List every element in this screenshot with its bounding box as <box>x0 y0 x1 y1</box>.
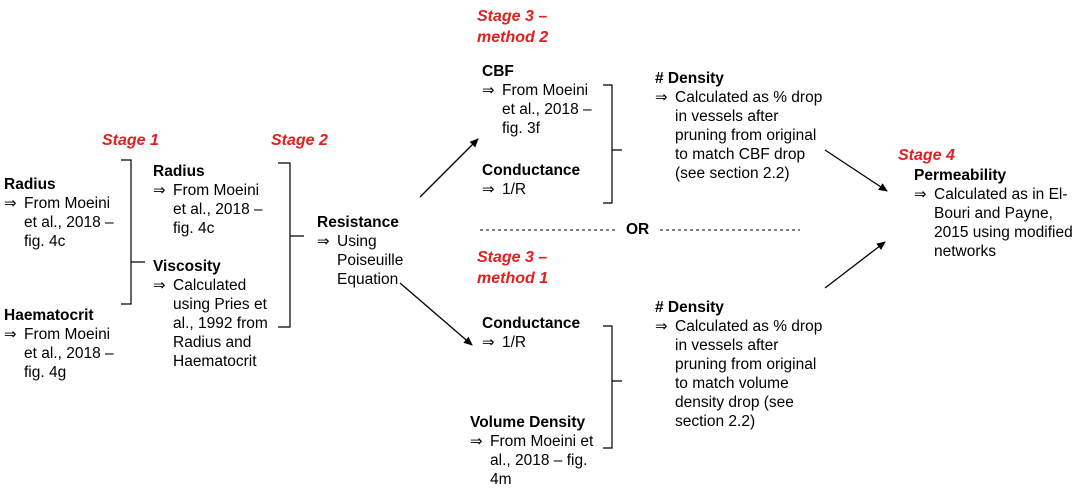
conductance-method2-text: 1/R <box>502 181 527 198</box>
viscosity-text: Calculated using Pries et al., 1992 from… <box>173 277 268 370</box>
radius-input-text: From Moeini et al., 2018 – fig. 4c <box>24 195 114 250</box>
implies-arrow-icon: ⇒ <box>4 326 17 343</box>
volume-density-text: From Moeini et al., 2018 – fig. 4m <box>490 433 594 488</box>
cbf-title: CBF <box>482 63 514 80</box>
permeability-title: Permeability <box>914 167 1007 184</box>
density-method1-text: Calculated as % drop in vessels after pr… <box>675 318 823 430</box>
conductance-method1-text: 1/R <box>502 334 527 351</box>
implies-arrow-icon: ⇒ <box>153 182 166 199</box>
cbf-block: CBF ⇒ From Moeini et al., 2018 – fig. 3f <box>482 62 598 138</box>
conductance-method2-block: Conductance ⇒ 1/R <box>482 161 598 199</box>
stage4-label: Stage 4 <box>898 147 955 164</box>
radius-stage1-block: Radius ⇒ From Moeini et al., 2018 – fig. … <box>153 162 273 238</box>
viscosity-block: Viscosity ⇒ Calculated using Pries et al.… <box>153 257 278 371</box>
density-method1-title: # Density <box>655 299 724 316</box>
stage1-bracket <box>121 159 145 305</box>
resistance-block: Resistance ⇒ Using Poiseuille Equation <box>317 213 427 289</box>
density-method2-title: # Density <box>655 70 724 87</box>
conductance-method2-title: Conductance <box>482 162 581 179</box>
method2-bracket <box>603 84 622 204</box>
radius-stage1-text: From Moeini et al., 2018 – fig. 4c <box>173 182 263 237</box>
cbf-text: From Moeini et al., 2018 – fig. 3f <box>502 82 592 137</box>
conductance-method1-title: Conductance <box>482 315 581 332</box>
implies-arrow-icon: ⇒ <box>655 89 668 106</box>
permeability-block: Permeability ⇒ Calculated as in El-Bouri … <box>914 166 1079 261</box>
stage3-method2-label: Stage 3 – method 2 <box>477 8 549 46</box>
arrow-to-method1 <box>399 282 473 346</box>
implies-arrow-icon: ⇒ <box>482 181 495 198</box>
haematocrit-input-title: Haematocrit <box>4 307 94 324</box>
haematocrit-input-block: Haematocrit ⇒ From Moeini et al., 2018 – … <box>4 306 116 382</box>
radius-input-title: Radius <box>4 176 56 193</box>
stage1-label: Stage 1 <box>102 132 159 149</box>
density-method2-block: # Density ⇒ Calculated as % drop in vesse… <box>655 69 825 183</box>
or-label: OR <box>620 220 656 239</box>
resistance-title: Resistance <box>317 214 399 231</box>
density-method1-block: # Density ⇒ Calculated as % drop in vesse… <box>655 298 825 431</box>
volume-density-title: Volume Density <box>470 414 586 431</box>
implies-arrow-icon: ⇒ <box>153 277 166 294</box>
permeability-text: Calculated as in El-Bouri and Payne, 201… <box>934 186 1073 260</box>
implies-arrow-icon: ⇒ <box>914 186 927 203</box>
implies-arrow-icon: ⇒ <box>482 82 495 99</box>
implies-arrow-icon: ⇒ <box>482 334 495 351</box>
arrow-to-method2 <box>419 138 479 198</box>
radius-stage1-title: Radius <box>153 163 205 180</box>
haematocrit-input-text: From Moeini et al., 2018 – fig. 4g <box>24 326 114 381</box>
implies-arrow-icon: ⇒ <box>470 433 483 450</box>
stage2-bracket <box>278 162 304 328</box>
resistance-text: Using Poiseuille Equation <box>337 233 404 288</box>
viscosity-title: Viscosity <box>153 258 221 275</box>
stage2-label: Stage 2 <box>271 132 328 149</box>
method1-bracket <box>603 325 622 449</box>
implies-arrow-icon: ⇒ <box>317 233 330 250</box>
density-method2-text: Calculated as % drop in vessels after pr… <box>675 89 823 182</box>
arrow-method1-to-permeability <box>824 241 886 289</box>
implies-arrow-icon: ⇒ <box>655 318 668 335</box>
volume-density-block: Volume Density ⇒ From Moeini et al., 2018… <box>470 413 600 489</box>
implies-arrow-icon: ⇒ <box>4 195 17 212</box>
conductance-method1-block: Conductance ⇒ 1/R <box>482 314 598 352</box>
stage3-method1-label: Stage 3 – method 1 <box>477 249 549 287</box>
arrow-method2-to-permeability <box>824 149 888 192</box>
radius-input-block: Radius ⇒ From Moeini et al., 2018 – fig. … <box>4 175 116 251</box>
